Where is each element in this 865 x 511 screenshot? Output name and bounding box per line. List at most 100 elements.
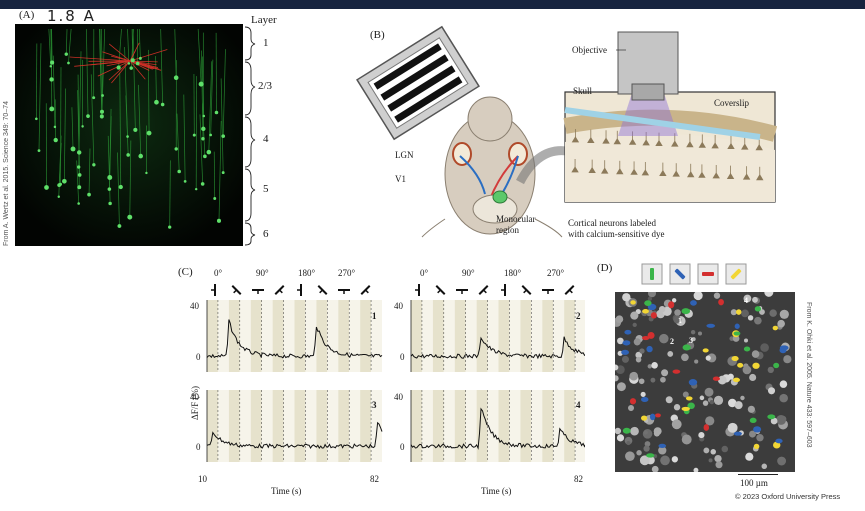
stimulus-band [316, 300, 328, 372]
neuron-soma [92, 163, 96, 167]
background-cell [743, 294, 752, 303]
neuron-soma [221, 134, 226, 138]
stimulus-band [371, 300, 382, 372]
background-cell [715, 461, 723, 469]
neuron-soma [116, 65, 121, 70]
red-axon [69, 56, 131, 62]
red-axon [129, 42, 140, 62]
cortical-neuron [742, 173, 751, 180]
neuron-soma [77, 185, 82, 190]
xlabel-right: Time (s) [481, 486, 512, 496]
red-axon [106, 60, 131, 67]
background-cell [651, 465, 659, 472]
red-axon [129, 60, 162, 71]
background-cell [748, 430, 756, 438]
background-cell [767, 366, 774, 374]
cortical-label-1: Cortical neurons labeled [568, 218, 656, 228]
cortical-neuron [712, 172, 720, 179]
background-cell [615, 315, 624, 324]
trace-panel-1 [206, 300, 383, 372]
background-cell [691, 337, 696, 342]
background-cell [651, 362, 658, 369]
tuned-cell [668, 301, 675, 309]
background-cell [674, 309, 681, 316]
neuron-soma [53, 125, 57, 129]
background-cell [779, 380, 788, 388]
ori-90-right: 90° [462, 268, 475, 278]
layer-title: Layer [251, 14, 277, 26]
background-cell [713, 292, 721, 299]
neuron-soma [67, 61, 70, 65]
background-cell [650, 377, 656, 383]
stimulus-band [476, 390, 488, 462]
grating-monitor [356, 25, 480, 141]
stimulus-band [564, 390, 576, 462]
dendrite [213, 151, 216, 199]
calcium-trace [206, 319, 383, 359]
dendrite [138, 28, 141, 59]
background-cell [734, 401, 743, 410]
stimulus-band [553, 390, 565, 462]
background-cell [615, 375, 619, 382]
cortical-neuron [642, 139, 650, 146]
tuned-cell [732, 377, 741, 383]
neuron-soma [87, 192, 91, 197]
background-cell [742, 365, 752, 375]
stimulus-band [250, 300, 262, 372]
panel-b-diagram [356, 25, 778, 238]
cortical-neuron [727, 142, 735, 149]
tuned-cell [690, 300, 697, 306]
stimulus-band [531, 300, 543, 372]
neuron-soma [154, 99, 159, 105]
stimulus-band [487, 390, 499, 462]
tuned-cell [682, 344, 691, 351]
background-cell [647, 364, 653, 369]
ori-90-left: 90° [256, 268, 269, 278]
background-cell [629, 371, 639, 381]
background-cell [727, 373, 734, 380]
tuned-cell [749, 417, 757, 424]
tuned-cell [622, 427, 631, 434]
background-cell [625, 451, 635, 462]
neuron-soma [145, 171, 148, 175]
background-cell [658, 305, 666, 313]
tuned-cell [779, 345, 789, 351]
stimulus-band [228, 300, 240, 372]
cortical-neuron [687, 171, 695, 178]
tuned-cell [641, 415, 648, 421]
neuron-soma [201, 137, 205, 141]
background-cell [643, 445, 650, 452]
stimulus-band [454, 300, 466, 372]
tuned-cell [712, 376, 720, 381]
background-cell [717, 375, 727, 385]
background-cell [698, 432, 705, 439]
neuron-soma [53, 137, 58, 143]
cortical-neuron [601, 167, 609, 174]
orientation-glyph [338, 289, 350, 294]
trace-panel-2 [410, 300, 585, 372]
background-cell [754, 316, 762, 325]
ori-270-right: 270° [547, 268, 565, 278]
ytick-0-bot-left: 0 [196, 442, 201, 452]
cortex-neurons-image [15, 24, 243, 246]
background-cell [622, 293, 631, 302]
orientation-glyph [501, 284, 506, 296]
xtick-82-right: 82 [574, 474, 583, 484]
panel-b-label: (B) [370, 29, 385, 41]
background-cell [779, 393, 788, 403]
tuned-cell [646, 453, 655, 458]
stimulus-band [432, 300, 444, 372]
stimulus-band [564, 300, 576, 372]
neuron-soma [198, 81, 204, 87]
background-cell [756, 434, 764, 442]
dendrite [35, 43, 38, 119]
neuron-soma [44, 185, 49, 190]
background-cell [681, 353, 689, 362]
background-cell [615, 427, 622, 435]
red-axon [74, 60, 131, 67]
red-axon [102, 51, 131, 62]
neuron-soma [49, 106, 55, 112]
background-cell [617, 382, 626, 392]
stimulus-band [239, 300, 251, 372]
neuron-soma [107, 175, 113, 180]
